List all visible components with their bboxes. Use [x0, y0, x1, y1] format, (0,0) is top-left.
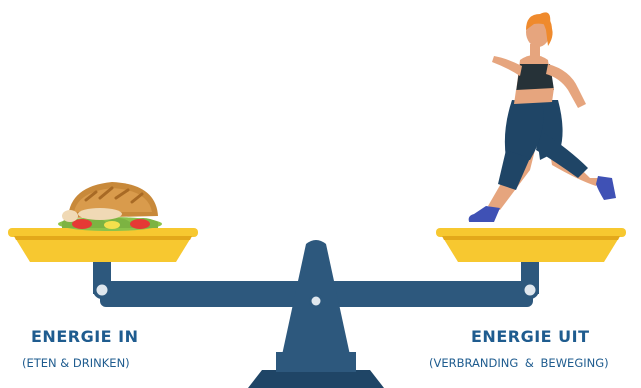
- energy-out-subtitle: (VERBRANDING & BEWEGING): [429, 356, 609, 370]
- running-woman-illustration: [468, 12, 616, 226]
- sandwich-icon: [58, 182, 162, 231]
- left-pan: [8, 228, 198, 262]
- energy-in-title: ENERGIE IN: [31, 327, 139, 346]
- energy-out-title: ENERGIE UIT: [471, 327, 590, 346]
- energy-in-subtitle: (ETEN & DRINKEN): [22, 356, 130, 370]
- right-pan: [436, 228, 626, 262]
- scale-pillar: [248, 240, 384, 388]
